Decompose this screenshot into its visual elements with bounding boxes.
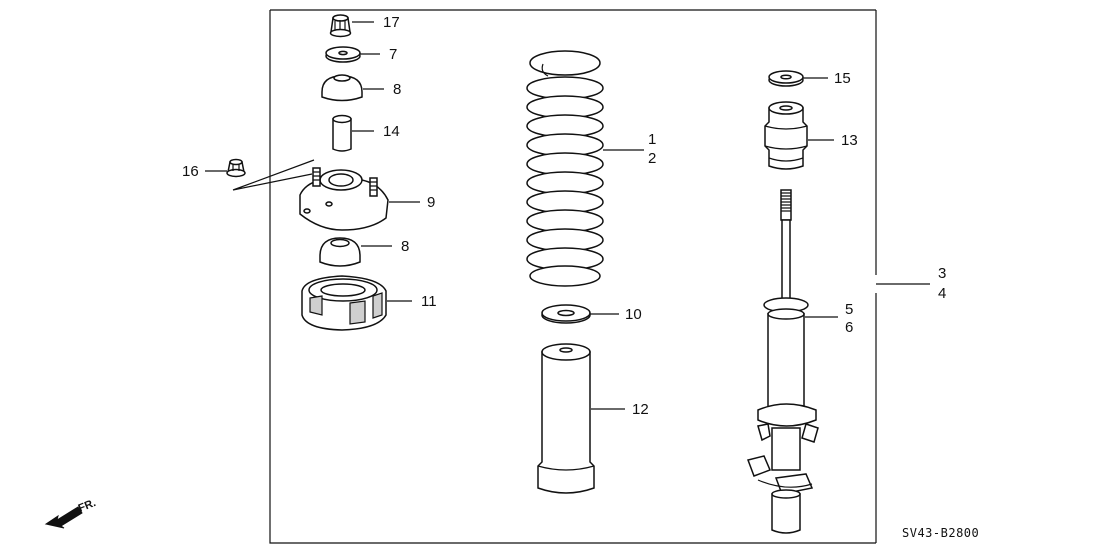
part-1-2-coil-spring[interactable] [526, 50, 604, 287]
part-16-flange-nut[interactable] [226, 158, 246, 178]
part-13-bump-stop[interactable] [764, 101, 808, 170]
label-13: 13 [841, 132, 858, 149]
label-11: 11 [421, 293, 437, 310]
label-17: 17 [383, 14, 400, 31]
label-4: 4 [938, 285, 946, 302]
label-12: 12 [632, 401, 649, 418]
front-direction-arrow-icon [44, 506, 83, 529]
drawing-code: SV43-B2800 [902, 526, 979, 540]
part-5-6-shock-absorber[interactable] [747, 189, 819, 534]
part-8-mount-rubber-lower[interactable] [319, 237, 361, 267]
label-14: 14 [383, 123, 400, 140]
part-9-shock-mount-base[interactable] [299, 167, 389, 231]
front-direction-label: FR. [77, 497, 98, 515]
part-11-spring-seat-rubber[interactable] [301, 275, 387, 331]
label-6: 6 [845, 319, 853, 336]
label-8-lower: 8 [401, 238, 409, 255]
part-15-washer[interactable] [768, 70, 804, 87]
part-14-collar[interactable] [332, 114, 352, 152]
part-12-dust-cover[interactable] [537, 343, 595, 494]
label-2: 2 [648, 150, 656, 167]
label-10: 10 [625, 306, 642, 323]
label-1: 1 [648, 131, 656, 148]
label-7: 7 [389, 46, 397, 63]
leader-16 [232, 159, 315, 191]
label-16: 16 [182, 163, 199, 180]
part-10-washer[interactable] [541, 304, 591, 324]
part-7-washer[interactable] [325, 46, 361, 63]
label-5: 5 [845, 301, 853, 318]
label-9: 9 [427, 194, 435, 211]
part-8-mount-rubber-upper[interactable] [321, 74, 363, 102]
label-3: 3 [938, 265, 946, 282]
assembly-frame [269, 9, 877, 544]
part-17-self-locking-nut[interactable] [329, 14, 352, 38]
label-8-upper: 8 [393, 81, 401, 98]
label-15: 15 [834, 70, 851, 87]
